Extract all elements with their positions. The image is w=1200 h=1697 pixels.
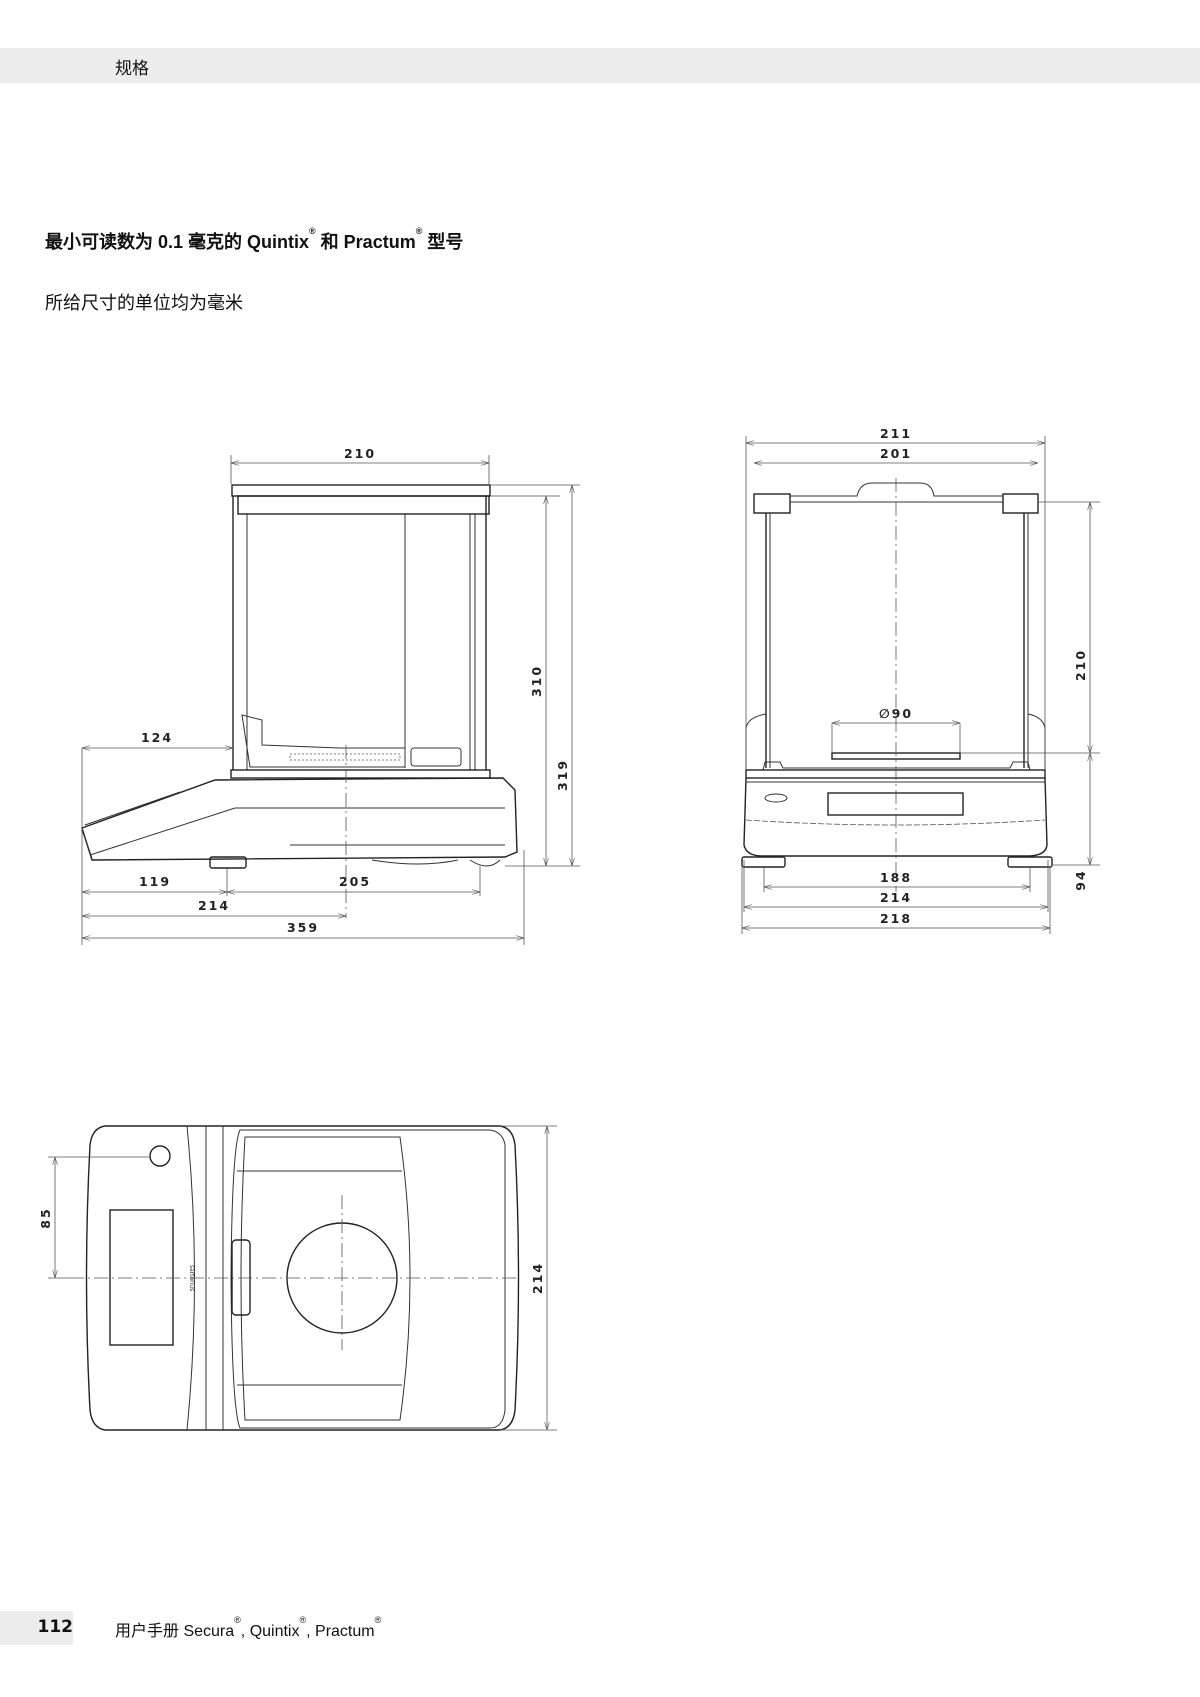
dim-label: 359: [287, 920, 319, 935]
dim-label: 94: [1073, 869, 1088, 890]
registered-mark: ®: [309, 226, 316, 236]
registered-mark: ®: [415, 226, 423, 236]
section-title: 规格: [115, 59, 149, 79]
dim-label: ∅90: [879, 706, 913, 721]
page-number: 112: [37, 1617, 74, 1637]
registered-mark: ®: [299, 1615, 307, 1625]
dim-label: 201: [880, 446, 912, 461]
dim-label: 218: [880, 911, 912, 926]
dim-label: 210: [344, 446, 376, 461]
side-view-drawing: [81, 484, 518, 918]
footer-text: , Practum: [306, 1623, 375, 1640]
units-note: 所给尺寸的单位均为毫米: [45, 293, 243, 314]
dim-label: 214: [198, 898, 230, 913]
footer-text: , Quintix: [240, 1623, 300, 1640]
footer-manual-title: 用户手册 Secura®, Quintix®, Practum®: [115, 1615, 382, 1641]
top-view-drawing: sartorius: [70, 1125, 520, 1431]
registered-mark: ®: [374, 1615, 382, 1625]
registered-mark: ®: [234, 1615, 241, 1625]
dim-label: 188: [880, 870, 912, 885]
page-title: 最小可读数为 0.1 毫克的 Quintix® 和 Practum® 型号: [45, 226, 464, 254]
front-view-dimensions: 211 201 210 94 ∅90 188 214 218: [741, 426, 1100, 934]
title-text: 最小可读数为 0.1 毫克的 Quintix: [45, 232, 310, 252]
side-view-dimensions: 210 124 310 319 119 205 214 359: [81, 446, 580, 945]
dim-label: 211: [880, 426, 912, 441]
front-view-drawing: [741, 478, 1053, 892]
dim-label: 210: [1073, 649, 1088, 681]
title-text: 和 Practum: [315, 232, 416, 252]
sartorius-logo: sartorius: [188, 1265, 195, 1291]
footer-text: 用户手册 Secura: [115, 1623, 235, 1640]
dim-label: 319: [555, 759, 570, 791]
dim-label: 310: [529, 665, 544, 697]
dim-label: 124: [141, 730, 173, 745]
section-header-bar: 规格: [0, 48, 1200, 83]
top-view-dimensions: 85 214: [38, 1125, 557, 1431]
dim-label: 214: [880, 890, 912, 905]
dim-label: 85: [38, 1207, 53, 1228]
page-number-box: 112: [0, 1611, 73, 1645]
dim-label: 214: [530, 1262, 545, 1294]
dim-label: 205: [339, 874, 371, 889]
title-text: 型号: [422, 232, 464, 252]
dim-label: 119: [139, 874, 171, 889]
